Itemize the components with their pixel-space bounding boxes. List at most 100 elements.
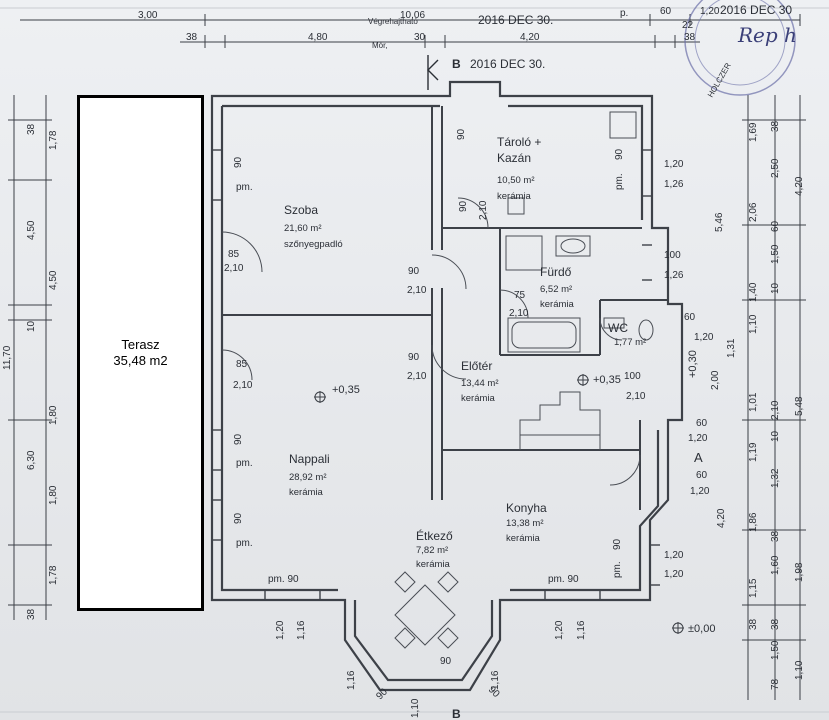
room-name-szoba: Szoba <box>284 203 318 217</box>
door-85-nappali: 85 <box>236 359 248 370</box>
room-area-eloter: 13,44 m² <box>461 378 499 389</box>
dim-top-60: 60 <box>660 6 672 17</box>
room-floor-etkezo: kerámia <box>416 559 451 570</box>
dim-60-konyha: 60 <box>696 470 708 481</box>
window-126-furdo: 1,26 <box>664 270 684 281</box>
dim-120-bottom-left: 1,20 <box>275 620 286 640</box>
left-dim-450-b: 4,50 <box>48 270 59 290</box>
dim-4-80: 4,80 <box>308 32 328 43</box>
room-name-wc: WC <box>608 321 628 335</box>
window-pm-tarolo: pm. <box>614 173 625 190</box>
dim-top-1-20: 1,20 <box>700 6 720 17</box>
dim-60-entry: 60 <box>696 418 708 429</box>
left-dim-180-b: 1,80 <box>48 485 59 505</box>
level-eloter: +0,35 <box>593 374 621 386</box>
right-mid-160: 1,60 <box>770 555 781 575</box>
room-floor-konyha: kerámia <box>506 533 541 544</box>
right-mid-78: 78 <box>770 678 781 690</box>
right-outer-420-a: 4,20 <box>794 176 805 196</box>
left-dim-178: 1,78 <box>48 130 59 150</box>
left-dim-38-b: 38 <box>26 608 37 620</box>
window-pm-konyha: pm. <box>612 561 623 578</box>
right-mid-10-a: 10 <box>770 282 781 294</box>
level-symbols <box>314 374 684 634</box>
section-marker-b-bottom: B <box>452 707 461 720</box>
dim-120-wc: 1,20 <box>694 332 714 343</box>
window-120-tarolo: 1,20 <box>664 159 684 170</box>
dim-top-22: 22 <box>682 20 694 31</box>
room-area-nappali: 28,92 m² <box>289 472 327 483</box>
right-dim-140: 1,40 <box>748 282 759 302</box>
window-120-konyha: 1,20 <box>664 550 684 561</box>
room-floor-eloter: kerámia <box>461 393 496 404</box>
door-210-kazan: 2,10 <box>478 200 489 220</box>
door-210-szoba-inner: 2,10 <box>407 285 427 296</box>
room-floor-szoba: szőnyegpadló <box>284 239 343 250</box>
level-nappali: +0,35 <box>332 384 360 396</box>
dim-top-3-00: 3,00 <box>138 10 158 21</box>
right-dimension-lines <box>742 95 806 700</box>
window-markers <box>212 149 660 600</box>
door-90-tarolo: 90 <box>456 128 467 140</box>
right-mid-38-b: 38 <box>770 530 781 542</box>
right-outer-110: 1,10 <box>794 660 805 680</box>
approval-place: Mór, <box>372 41 388 50</box>
marker-a: A <box>694 450 703 465</box>
room-name-nappali: Nappali <box>289 452 330 466</box>
window-120-konyha-b: 1,20 <box>664 569 684 580</box>
room-floor-tarolo: kerámia <box>497 191 532 202</box>
room-area-tarolo: 10,50 m² <box>497 175 535 186</box>
dim-top-p: p. <box>620 8 628 19</box>
window-90-szoba: 90 <box>233 156 244 168</box>
date-stamp-top: 2016 DEC 30. <box>478 13 553 27</box>
room-floor-nappali: kerámia <box>289 487 324 498</box>
dim-120-konyha: 1,20 <box>690 486 710 497</box>
window-90-nappali-b: 90 <box>233 512 244 524</box>
interior-walls <box>222 106 668 510</box>
dim-4-20: 4,20 <box>520 32 540 43</box>
dim-116-bottom-left: 1,16 <box>296 620 307 640</box>
right-dim-38-inner: 38 <box>748 618 759 630</box>
right-mid-60: 60 <box>770 220 781 232</box>
dim-120-bottom-right: 1,20 <box>554 620 565 640</box>
dim-200-wc: 2,00 <box>710 370 721 390</box>
right-outer-198: 1,98 <box>794 562 805 582</box>
door-210-szoba: 2,10 <box>224 263 244 274</box>
room-floor-furdo: kerámia <box>540 299 575 310</box>
door-210-eloter: 2,10 <box>407 371 427 382</box>
office-stamp <box>684 0 796 96</box>
window-pm90-nappali: pm. 90 <box>268 574 299 585</box>
right-mid-38: 38 <box>770 120 781 132</box>
window-90-etkezo-left: 90 <box>374 686 390 702</box>
door-210-furdo: 2,10 <box>509 308 529 319</box>
left-dim-38: 38 <box>26 123 37 135</box>
right-dim-115: 1,15 <box>748 578 759 598</box>
paper-grid <box>0 7 829 713</box>
dim-116-etkezo-right: 1,16 <box>490 670 501 690</box>
left-dimension-lines <box>8 95 52 620</box>
room-name-etkezo: Étkező <box>416 528 453 543</box>
door-90-szoba-inner: 90 <box>408 266 420 277</box>
dim-131: 1,31 <box>726 338 737 358</box>
right-dim-169: 1,69 <box>748 122 759 142</box>
dim-38-left: 38 <box>186 32 198 43</box>
room-name-konyha: Konyha <box>506 501 547 515</box>
left-dim-450-a: 4,50 <box>26 220 37 240</box>
door-210-wc: 2,10 <box>626 391 646 402</box>
right-dim-101: 1,01 <box>748 392 759 412</box>
room-area-konyha: 13,38 m² <box>506 518 544 529</box>
left-dim-630: 6,30 <box>26 450 37 470</box>
signature: Rep h <box>737 23 797 47</box>
room-name-furdo: Fürdő <box>540 265 572 279</box>
door-swings <box>221 197 641 486</box>
dining-table <box>394 571 459 649</box>
dim-60-wc: 60 <box>684 312 696 323</box>
window-pm-szoba: pm. <box>236 182 253 193</box>
section-line-b <box>427 55 439 90</box>
dim-top-10-06: 10,06 <box>400 10 425 21</box>
terrace-area: 35,48 m2 <box>113 353 168 368</box>
terrace-name: Terasz <box>121 337 160 352</box>
right-dim-186: 1,86 <box>748 512 759 532</box>
